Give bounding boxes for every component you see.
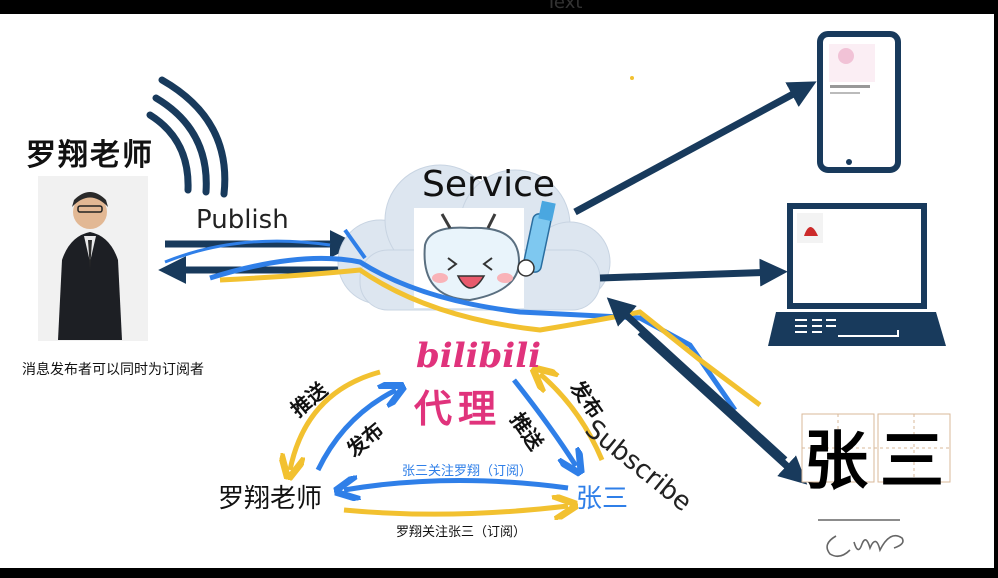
signature-icon	[826, 534, 904, 558]
publish-label: Publish	[196, 205, 289, 235]
subscriber-card-text: 张三	[804, 425, 956, 499]
teacher-follows-label: 罗翔关注张三（订阅）	[396, 525, 527, 540]
proxy-label: 代理	[414, 386, 503, 431]
mascot-icon	[414, 200, 556, 308]
service-label: Service	[422, 164, 556, 205]
top-text: Text	[546, 0, 583, 13]
node-zhangsan: 张三	[576, 484, 629, 514]
publisher-name-handwritten: 罗翔老师	[26, 138, 154, 173]
node-teacher: 罗翔老师	[218, 484, 323, 514]
bottom-black-bar	[0, 568, 998, 578]
teacher-photo	[38, 176, 148, 341]
phone-icon	[817, 31, 901, 173]
signal-waves-icon	[146, 76, 229, 198]
publisher-caption: 消息发布者可以同时为订阅者	[22, 362, 204, 378]
zhangsan-follows-label: 张三关注罗翔（订阅）	[402, 464, 533, 479]
top-black-bar	[0, 0, 998, 14]
brand-label: bilibili	[416, 336, 542, 376]
zhangsan-card	[801, 413, 951, 483]
laptop-icon	[768, 203, 946, 346]
right-black-edge	[994, 0, 998, 578]
